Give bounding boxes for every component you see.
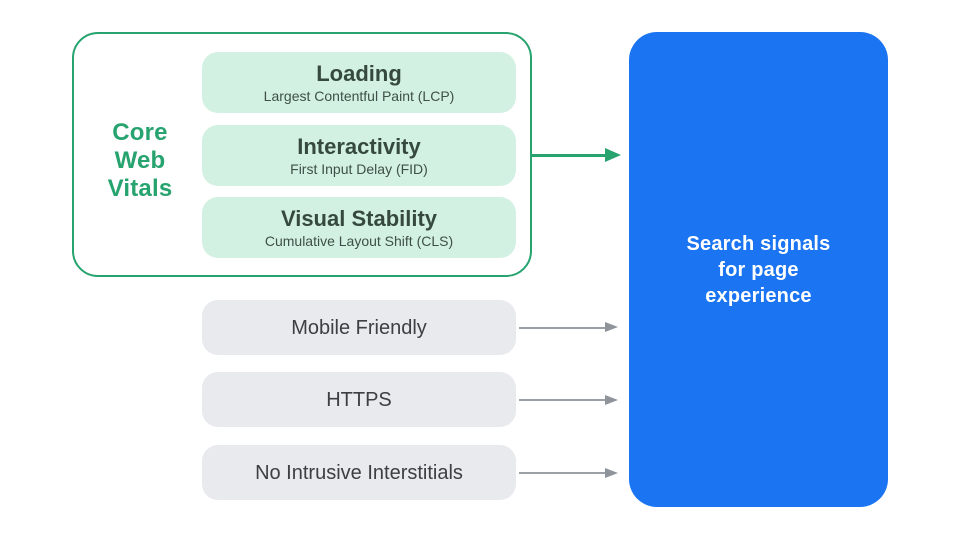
arrow-right-icon-mobile-friendly: [519, 322, 619, 333]
arrow-right-icon-no-intrusive-interstitials: [519, 467, 619, 479]
vital-card-title: Loading: [316, 60, 402, 86]
arrow-right-icon-https: [519, 394, 619, 406]
signal-card-label: No Intrusive Interstitials: [255, 461, 463, 484]
arrow-line: [519, 326, 607, 329]
core-web-vitals-label-line: Core: [112, 119, 168, 146]
search-signals-label-line: Search signals: [686, 232, 831, 255]
arrow-head: [605, 394, 618, 405]
vital-card-title: Interactivity: [297, 133, 421, 159]
vital-card-subtitle: Cumulative Layout Shift (CLS): [264, 232, 454, 249]
core-web-vitals-label: Core Web Vitals: [85, 119, 195, 203]
arrow-head: [605, 467, 618, 478]
vital-card-title: Visual Stability: [280, 205, 438, 231]
arrow-right-icon-core-web-vitals: [532, 147, 621, 163]
arrow-line: [532, 153, 607, 157]
vital-card-subtitle: First Input Delay (FID): [290, 160, 428, 177]
vital-card-subtitle: Largest Contentful Paint (LCP): [263, 87, 455, 104]
signal-card-https: HTTPS: [202, 372, 516, 427]
core-web-vitals-label-line: Web: [114, 147, 166, 174]
search-signals-label: Search signals for page experience: [687, 231, 831, 309]
signal-card-mobile-friendly: Mobile Friendly: [202, 300, 516, 355]
arrow-line: [519, 472, 607, 474]
signal-card-label: HTTPS: [326, 388, 392, 411]
arrow-head: [605, 147, 621, 162]
vital-card-loading: Loading Largest Contentful Paint (LCP): [202, 52, 516, 113]
core-web-vitals-label-line: Vitals: [107, 175, 173, 202]
vital-card-visual-stability: Visual Stability Cumulative Layout Shift…: [202, 197, 516, 258]
signal-card-label: Mobile Friendly: [291, 316, 427, 339]
vital-card-interactivity: Interactivity First Input Delay (FID): [202, 125, 516, 186]
arrow-line: [519, 399, 607, 401]
signal-card-no-intrusive-interstitials: No Intrusive Interstitials: [202, 445, 516, 500]
search-signals-panel: Search signals for page experience: [629, 32, 888, 507]
arrow-head: [605, 322, 618, 332]
search-signals-label-line: experience: [705, 284, 812, 307]
search-signals-label-line: for page: [718, 258, 799, 281]
